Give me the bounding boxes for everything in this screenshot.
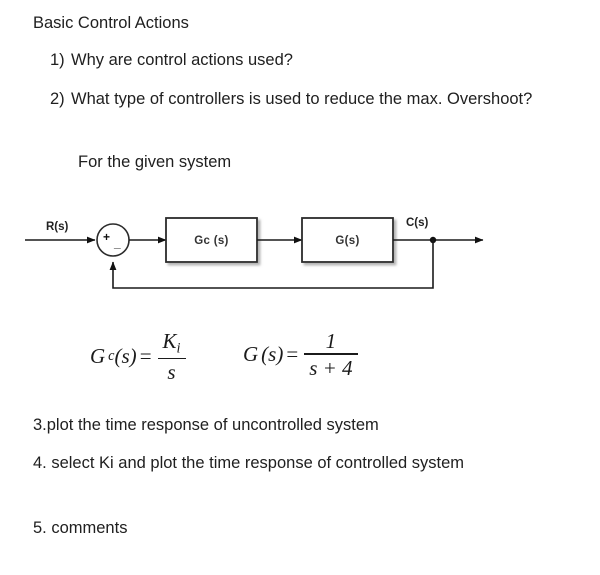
plant-transfer-function: G(s) = 1 s + 4: [243, 330, 358, 379]
controller-eq-numerator-subscript: i: [176, 340, 181, 357]
controller-block: Gc (s): [165, 217, 258, 263]
question-2-text: What type of controllers is used to redu…: [71, 90, 533, 108]
plant-eq-fraction-bar: [304, 353, 358, 355]
controller-eq-denominator: s: [167, 360, 176, 385]
plant-block-label: G(s): [335, 235, 359, 247]
task-item-4: 4. select Ki and plot the time response …: [33, 454, 465, 472]
plant-eq-denominator: s + 4: [309, 355, 353, 380]
controller-eq-lhs: G: [90, 344, 106, 369]
summing-junction: + _: [96, 223, 130, 257]
plant-eq-lhs: G: [243, 341, 259, 366]
feedback-path: [109, 240, 434, 289]
question-1-marker: 1): [50, 51, 65, 69]
summing-junction-minus: _: [113, 236, 121, 250]
controller-eq-fraction: Ki s: [157, 330, 186, 385]
given-system-label: For the given system: [78, 153, 232, 171]
task-item-5: 5. comments: [33, 519, 128, 537]
plant-eq-numerator: 1: [325, 329, 337, 353]
page-title: Basic Control Actions: [33, 14, 189, 32]
summing-junction-plus: +: [103, 230, 110, 244]
controller-eq-lhs-subscript: c: [108, 348, 115, 365]
question-1-text: Why are control actions used?: [71, 51, 293, 69]
controller-eq-lhs-arg: (s): [114, 344, 137, 369]
plant-eq-lhs-arg: (s): [261, 341, 284, 366]
task-item-3: 3.plot the time response of uncontrolled…: [33, 416, 379, 434]
closed-loop-block-diagram: R(s) + _ Gc (s) G(s) C(s): [0, 196, 600, 306]
input-signal-label: R(s): [46, 221, 69, 233]
question-2-marker: 2): [50, 90, 65, 108]
controller-eq-fraction-bar: [157, 357, 186, 360]
plant-eq-equals: =: [286, 341, 299, 366]
output-signal-line: [393, 236, 484, 244]
output-signal-label: C(s): [406, 217, 429, 229]
controller-eq-numerator-group: Ki: [158, 330, 186, 358]
controller-eq-numerator: K: [162, 329, 177, 353]
controller-eq-equals: =: [139, 344, 152, 369]
controller-block-label: Gc (s): [194, 235, 228, 247]
plant-eq-fraction: 1 s + 4: [304, 329, 358, 380]
plant-block: G(s): [301, 217, 394, 263]
